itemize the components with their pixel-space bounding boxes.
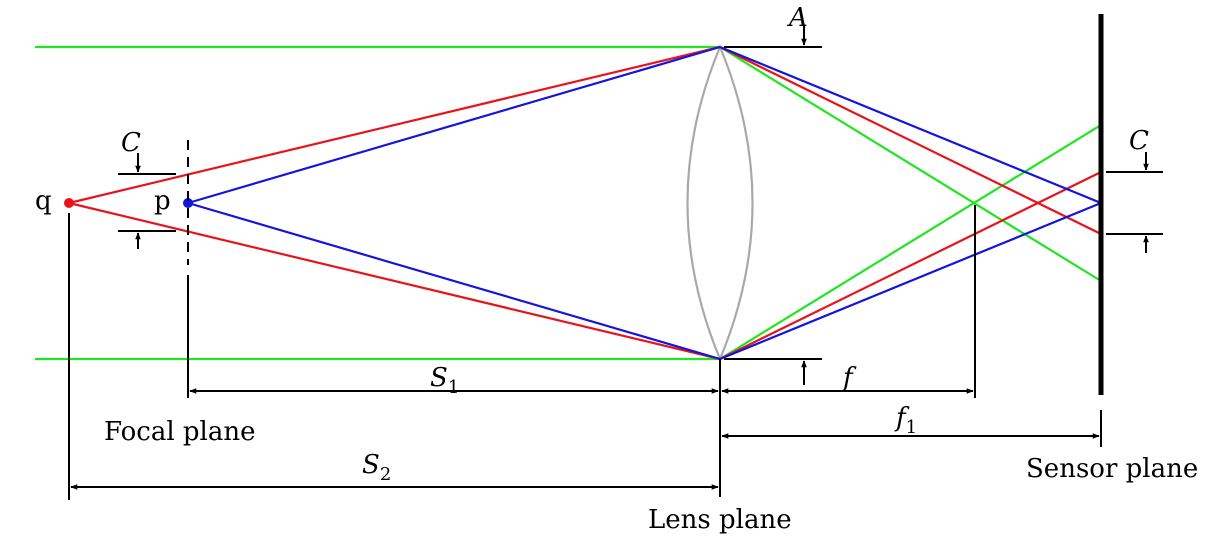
f1-label: f1	[894, 403, 917, 438]
coc-sensor-label: C	[1129, 126, 1149, 156]
lens	[686, 44, 754, 362]
s2-label: S2	[362, 450, 391, 485]
focal-plane-label: Focal plane	[104, 417, 256, 447]
lens-plane-label: Lens plane	[648, 505, 792, 535]
coc-object-label: C	[121, 128, 141, 158]
point-p-label: p	[154, 186, 171, 216]
point-p-marker	[183, 198, 193, 208]
parallel-ray-top-refracted	[719, 46, 1102, 282]
point-q-marker	[64, 198, 74, 208]
s1-label: S1	[430, 363, 459, 398]
q-ray-bottom-refracted	[719, 171, 1102, 360]
p-ray-top	[187, 45, 721, 205]
q-ray-top-refracted	[719, 46, 1102, 235]
q-ray-top	[68, 45, 721, 205]
q-ray-bottom	[68, 201, 721, 361]
focal-length-label: f	[841, 363, 857, 393]
p-ray-bottom-refracted	[719, 201, 1102, 361]
p-ray-top-refracted	[719, 45, 1102, 205]
point-q-label: q	[35, 186, 52, 216]
sensor-plane-label: Sensor plane	[1026, 454, 1198, 484]
parallel-ray-bottom-refracted	[719, 124, 1102, 360]
p-ray-bottom	[187, 201, 721, 361]
aperture-label: A	[787, 3, 808, 33]
